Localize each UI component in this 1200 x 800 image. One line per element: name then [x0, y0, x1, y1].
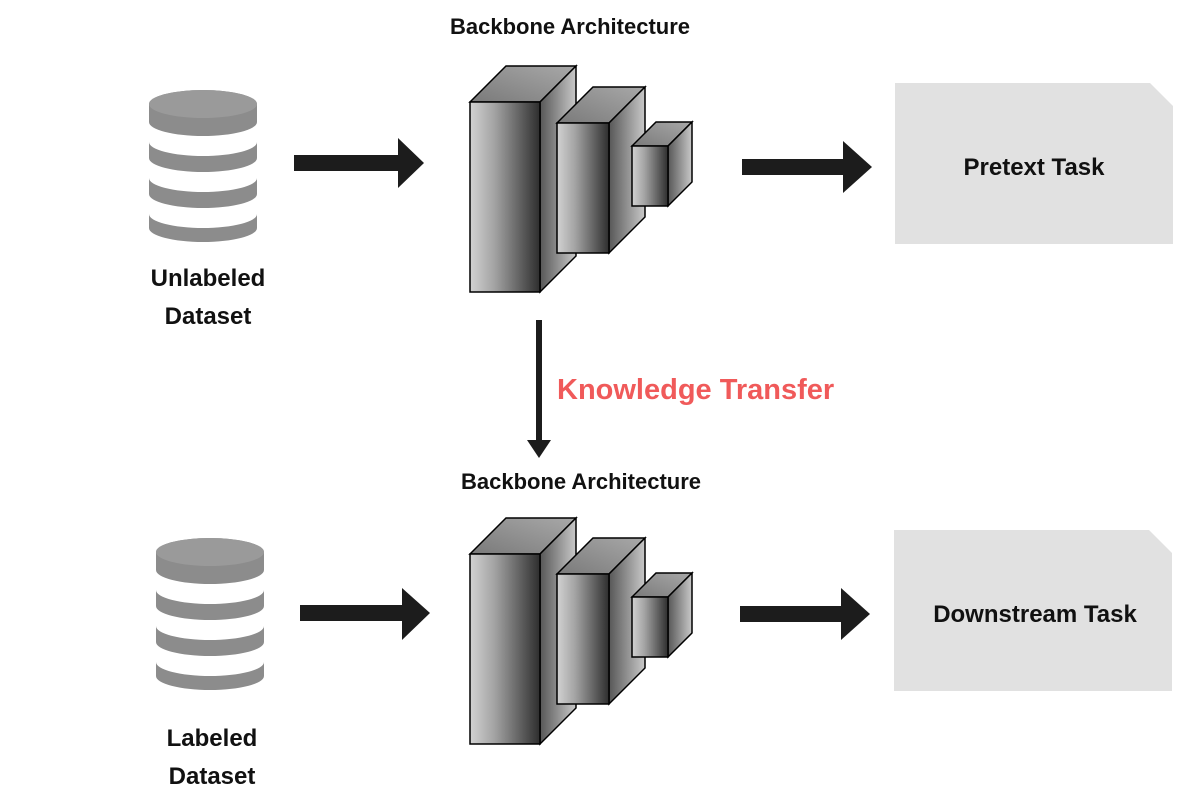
pretext-task-label: Pretext Task: [964, 154, 1106, 181]
bottom-backbone-architecture-icon: [469, 517, 693, 745]
pretext-task-box: Pretext Task: [895, 83, 1173, 244]
top-arrow-dataset-to-backbone-icon: [294, 138, 424, 188]
bottom-dataset-label-line2: Dataset: [169, 763, 256, 790]
downstream-task-label: Downstream Task: [933, 601, 1137, 628]
top-arrow-backbone-to-task-icon: [742, 141, 872, 193]
bottom-dataset-label-line1: Labeled: [167, 725, 258, 752]
bottom-arrow-backbone-to-task-icon: [740, 588, 870, 640]
top-dataset-label-line2: Dataset: [165, 303, 252, 330]
top-row: Backbone Architecture Unlabeled Dataset …: [149, 14, 1173, 330]
knowledge-transfer-label: Knowledge Transfer: [557, 374, 834, 406]
top-backbone-title: Backbone Architecture: [450, 14, 690, 39]
bottom-arrow-dataset-to-backbone-icon: [300, 588, 430, 640]
bottom-row: Backbone Architecture Labeled Dataset Do…: [156, 469, 1172, 790]
bottom-backbone-title: Backbone Architecture: [461, 469, 701, 494]
top-unlabeled-database-icon: [149, 90, 257, 242]
top-dataset-label-line1: Unlabeled: [151, 265, 266, 292]
bottom-labeled-database-icon: [156, 538, 264, 690]
top-backbone-architecture-icon: [469, 65, 693, 293]
downstream-task-box: Downstream Task: [894, 530, 1172, 691]
knowledge-transfer-arrow-icon: [527, 320, 551, 458]
